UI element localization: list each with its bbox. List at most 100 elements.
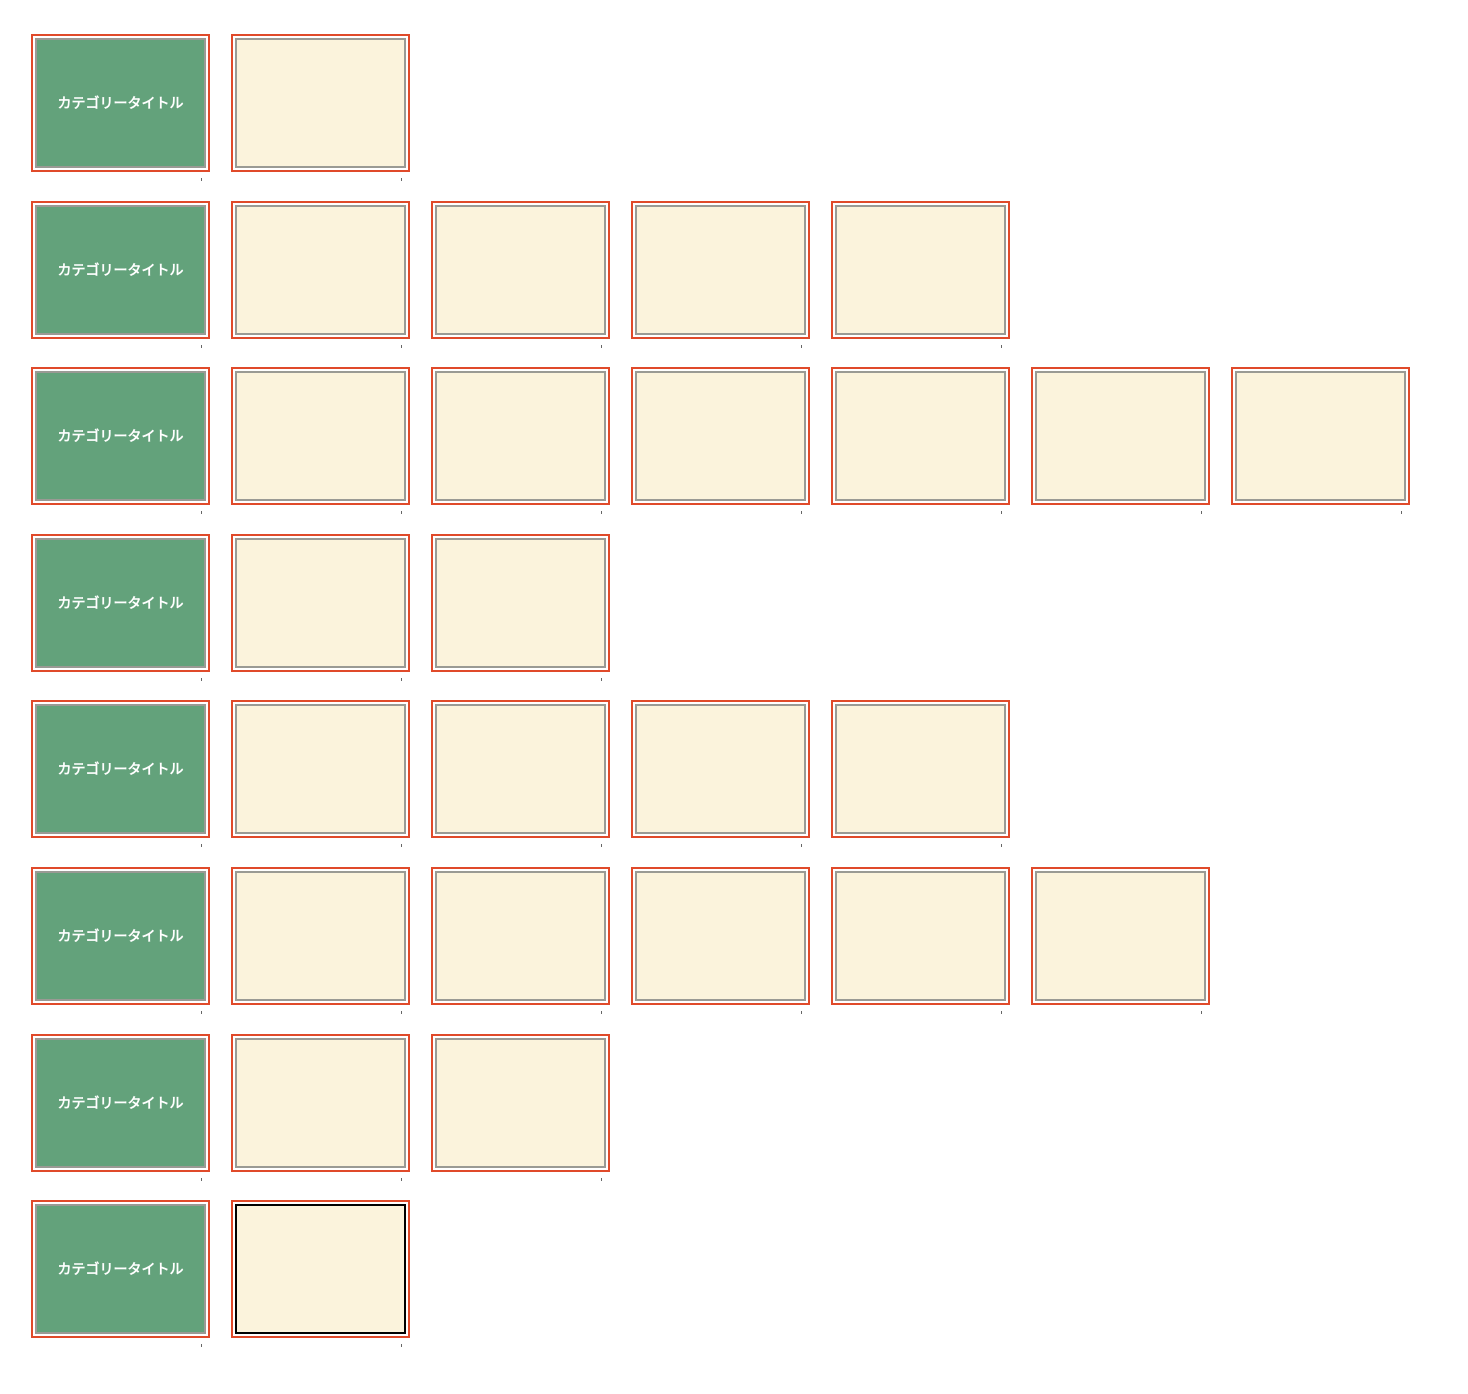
card-slot[interactable] bbox=[831, 367, 1010, 514]
resize-handle-icon[interactable] bbox=[601, 1011, 602, 1014]
category-title: カテゴリータイトル bbox=[57, 429, 184, 445]
resize-handle-icon[interactable] bbox=[401, 178, 402, 181]
card-slot[interactable] bbox=[231, 700, 410, 847]
card-slot-inner bbox=[1035, 871, 1206, 1001]
category-tile[interactable]: カテゴリータイトル bbox=[31, 367, 210, 514]
card-slot[interactable] bbox=[231, 534, 410, 681]
category-title: カテゴリータイトル bbox=[57, 596, 184, 612]
resize-handle-icon[interactable] bbox=[1001, 511, 1002, 514]
resize-handle-icon[interactable] bbox=[1201, 511, 1202, 514]
card-slot-inner bbox=[435, 371, 606, 501]
card-slot-inner bbox=[635, 205, 806, 335]
resize-handle-icon[interactable] bbox=[801, 1011, 802, 1014]
resize-handle-icon[interactable] bbox=[1001, 1011, 1002, 1014]
card-slot-inner bbox=[835, 871, 1006, 1001]
card-slot-inner bbox=[435, 1038, 606, 1168]
card-slot[interactable] bbox=[431, 367, 610, 514]
card-slot-inner bbox=[235, 205, 406, 335]
resize-handle-icon[interactable] bbox=[801, 844, 802, 847]
card-slot-selected[interactable] bbox=[231, 1200, 410, 1347]
card-slot[interactable] bbox=[631, 367, 810, 514]
category-tile-inner: カテゴリータイトル bbox=[35, 371, 206, 501]
category-title: カテゴリータイトル bbox=[57, 263, 184, 279]
card-slot[interactable] bbox=[231, 1034, 410, 1181]
card-slot[interactable] bbox=[1031, 367, 1210, 514]
resize-handle-icon[interactable] bbox=[401, 345, 402, 348]
card-slot[interactable] bbox=[231, 201, 410, 348]
card-slot-inner bbox=[235, 538, 406, 668]
category-tile[interactable]: カテゴリータイトル bbox=[31, 34, 210, 181]
category-tile[interactable]: カテゴリータイトル bbox=[31, 1200, 210, 1347]
card-slot[interactable] bbox=[431, 534, 610, 681]
resize-handle-icon[interactable] bbox=[601, 511, 602, 514]
resize-handle-icon[interactable] bbox=[601, 345, 602, 348]
card-slot-inner bbox=[235, 1038, 406, 1168]
category-tile[interactable]: カテゴリータイトル bbox=[31, 534, 210, 681]
category-tile-inner: カテゴリータイトル bbox=[35, 38, 206, 168]
resize-handle-icon[interactable] bbox=[201, 1011, 202, 1014]
card-slot[interactable] bbox=[831, 700, 1010, 847]
category-title: カテゴリータイトル bbox=[57, 1096, 184, 1112]
card-slot[interactable] bbox=[631, 700, 810, 847]
card-slot[interactable] bbox=[631, 867, 810, 1014]
card-slot[interactable] bbox=[631, 201, 810, 348]
card-slot[interactable] bbox=[431, 201, 610, 348]
resize-handle-icon[interactable] bbox=[801, 511, 802, 514]
card-slot-inner bbox=[835, 704, 1006, 834]
card-slot-inner bbox=[435, 538, 606, 668]
resize-handle-icon[interactable] bbox=[401, 678, 402, 681]
resize-handle-icon[interactable] bbox=[401, 1011, 402, 1014]
card-slot[interactable] bbox=[231, 867, 410, 1014]
card-slot-inner bbox=[235, 371, 406, 501]
resize-handle-icon[interactable] bbox=[201, 1344, 202, 1347]
category-tile[interactable]: カテゴリータイトル bbox=[31, 201, 210, 348]
card-slot-inner bbox=[235, 871, 406, 1001]
card-slot[interactable] bbox=[831, 201, 1010, 348]
resize-handle-icon[interactable] bbox=[201, 345, 202, 348]
resize-handle-icon[interactable] bbox=[601, 1178, 602, 1181]
card-slot[interactable] bbox=[431, 700, 610, 847]
card-slot[interactable] bbox=[431, 867, 610, 1014]
card-slot-inner bbox=[835, 371, 1006, 501]
card-slot[interactable] bbox=[231, 34, 410, 181]
category-tile-inner: カテゴリータイトル bbox=[35, 1204, 206, 1334]
category-title: カテゴリータイトル bbox=[57, 1262, 184, 1278]
resize-handle-icon[interactable] bbox=[401, 1344, 402, 1347]
card-slot-inner bbox=[235, 1204, 406, 1334]
card-slot-inner bbox=[1035, 371, 1206, 501]
resize-handle-icon[interactable] bbox=[1001, 844, 1002, 847]
category-title: カテゴリータイトル bbox=[57, 96, 184, 112]
card-slot[interactable] bbox=[1231, 367, 1410, 514]
card-slot[interactable] bbox=[831, 867, 1010, 1014]
category-tile[interactable]: カテゴリータイトル bbox=[31, 867, 210, 1014]
card-slot[interactable] bbox=[231, 367, 410, 514]
category-tile[interactable]: カテゴリータイトル bbox=[31, 700, 210, 847]
card-slot-inner bbox=[635, 371, 806, 501]
card-slot-inner bbox=[435, 871, 606, 1001]
resize-handle-icon[interactable] bbox=[1401, 511, 1402, 514]
card-slot-inner bbox=[835, 205, 1006, 335]
resize-handle-icon[interactable] bbox=[201, 678, 202, 681]
resize-handle-icon[interactable] bbox=[201, 511, 202, 514]
card-slot-inner bbox=[435, 205, 606, 335]
resize-handle-icon[interactable] bbox=[401, 511, 402, 514]
category-tile-inner: カテゴリータイトル bbox=[35, 205, 206, 335]
resize-handle-icon[interactable] bbox=[1001, 345, 1002, 348]
category-tile[interactable]: カテゴリータイトル bbox=[31, 1034, 210, 1181]
card-slot[interactable] bbox=[431, 1034, 610, 1181]
resize-handle-icon[interactable] bbox=[401, 844, 402, 847]
card-slot[interactable] bbox=[1031, 867, 1210, 1014]
category-title: カテゴリータイトル bbox=[57, 929, 184, 945]
resize-handle-icon[interactable] bbox=[401, 1178, 402, 1181]
category-tile-inner: カテゴリータイトル bbox=[35, 538, 206, 668]
resize-handle-icon[interactable] bbox=[601, 844, 602, 847]
category-title: カテゴリータイトル bbox=[57, 762, 184, 778]
resize-handle-icon[interactable] bbox=[801, 345, 802, 348]
resize-handle-icon[interactable] bbox=[601, 678, 602, 681]
resize-handle-icon[interactable] bbox=[201, 1178, 202, 1181]
category-tile-inner: カテゴリータイトル bbox=[35, 704, 206, 834]
card-slot-inner bbox=[635, 704, 806, 834]
resize-handle-icon[interactable] bbox=[201, 844, 202, 847]
resize-handle-icon[interactable] bbox=[1201, 1011, 1202, 1014]
resize-handle-icon[interactable] bbox=[201, 178, 202, 181]
